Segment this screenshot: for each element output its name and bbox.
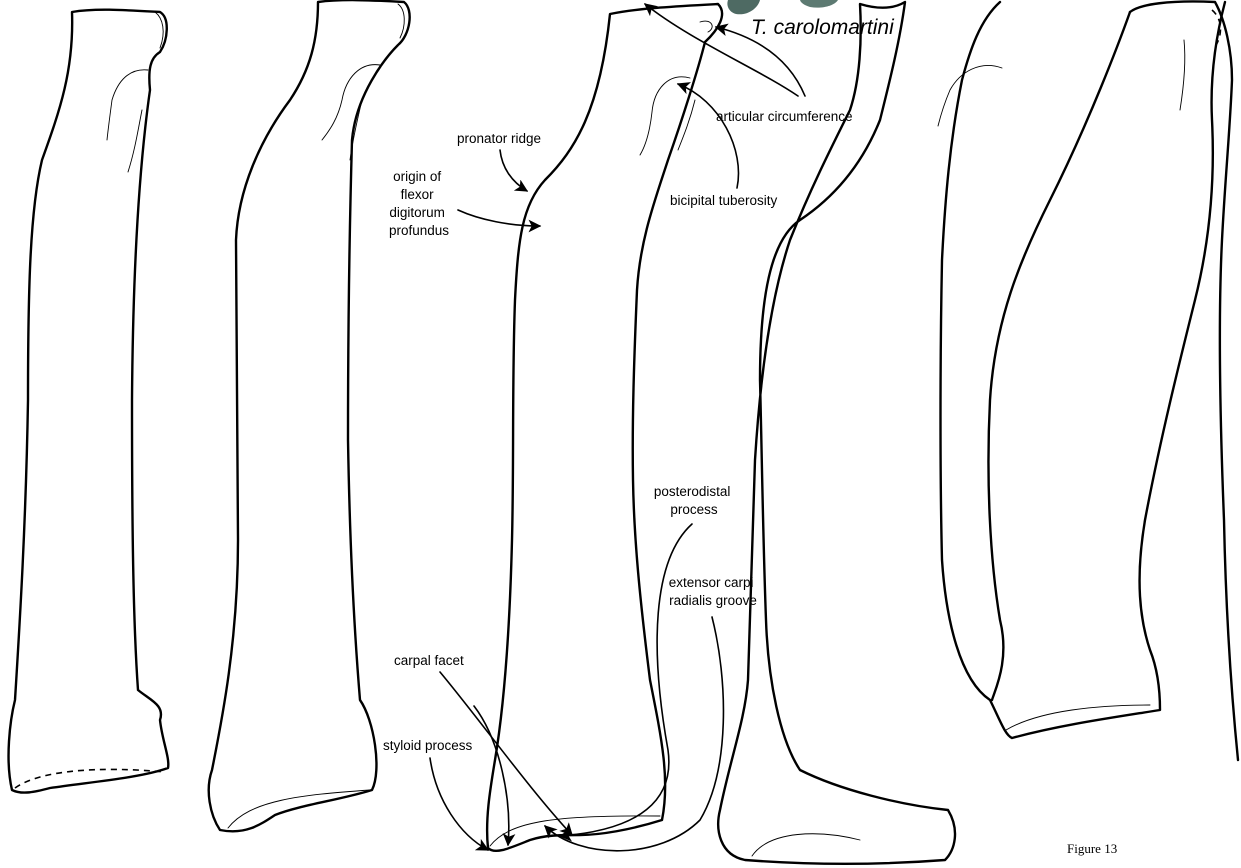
species-label: T. carolomartini xyxy=(751,16,895,39)
label-articular-circumference: articular circumference xyxy=(716,109,853,124)
arrow-posterodistal-process xyxy=(560,524,692,836)
label-posterodistal-process: posterodistal process xyxy=(654,484,734,517)
anatomical-labels: articular circumference pronator ridge o… xyxy=(383,109,853,753)
label-extensor-carpi-radialis-groove: extensor carpi radialis groove xyxy=(669,575,758,608)
label-origin-of-flexor: origin of flexor digitorum profundus xyxy=(389,169,449,238)
arrow-carpal-facet xyxy=(440,672,572,835)
arrow-styloid-process xyxy=(430,758,488,850)
arrow-pronator-ridge xyxy=(500,150,527,191)
label-carpal-facet: carpal facet xyxy=(394,653,464,668)
label-pronator-ridge: pronator ridge xyxy=(457,131,541,146)
specimen-photo-fragment xyxy=(727,0,838,14)
radius-outline-view-1 xyxy=(9,10,169,793)
radius-outline-view-5 xyxy=(938,2,1225,738)
radius-outline-view-4 xyxy=(718,2,955,864)
radius-outline-view-6 xyxy=(988,1,1238,760)
figure-number: Figure 13 xyxy=(1067,841,1117,856)
radius-outline-view-2 xyxy=(209,0,410,831)
label-styloid-process: styloid process xyxy=(383,738,473,753)
label-bicipital-tuberosity: bicipital tuberosity xyxy=(670,193,778,208)
